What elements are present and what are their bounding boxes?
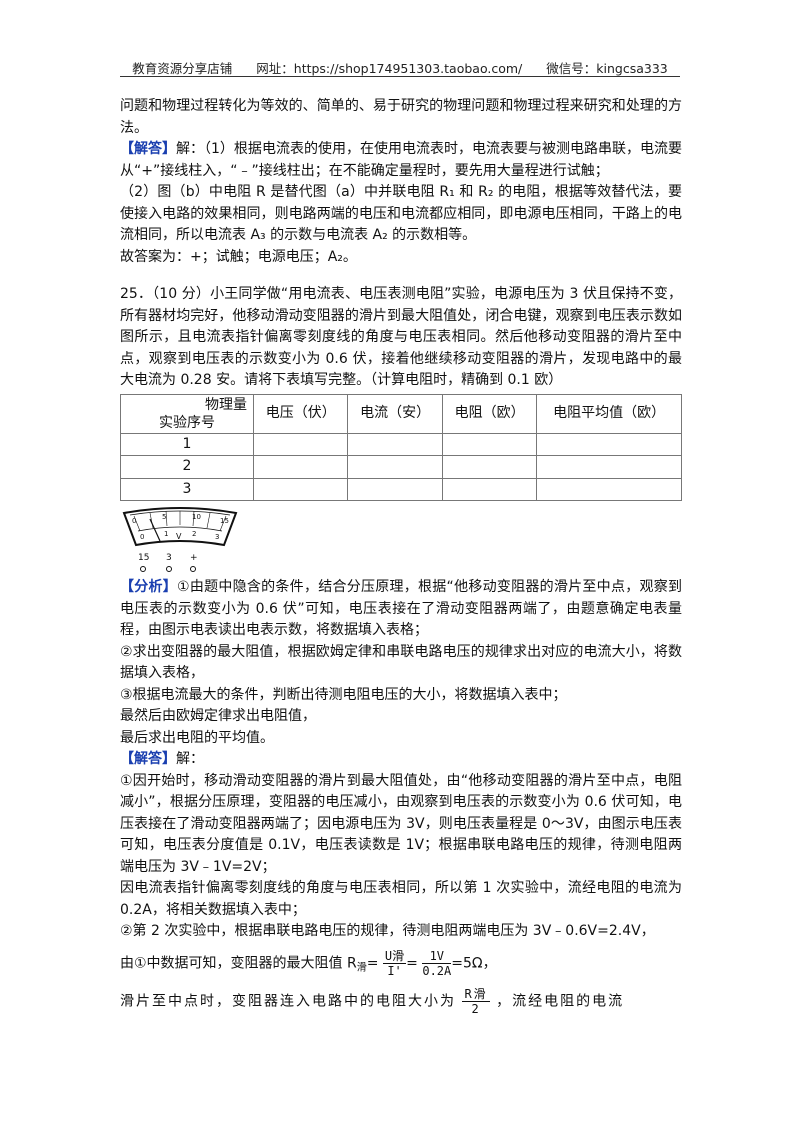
tick-label: 15 xyxy=(220,517,229,525)
solution-tag: 【解答】 xyxy=(120,751,176,767)
table-corner: 物理量 实验序号 xyxy=(120,393,254,434)
paragraph: ②求出变阻器的最大阻值，根据欧姆定律和串联电路电压的规律求出对应的电流大小，将数… xyxy=(120,643,682,682)
paragraph: （2）图（b）中电阻 R 是替代图（a）中并联电阻 R₁ 和 R₂ 的电阻，根据… xyxy=(120,184,682,243)
table-header: 电压（伏） xyxy=(252,393,349,434)
table-header: 电流（安） xyxy=(347,393,443,434)
paragraph: 【分析】①由题中隐含的条件，结合分压原理，根据“他移动变阻器的滑片至中点，观察到… xyxy=(120,579,682,638)
tick-label: 2 xyxy=(192,530,196,538)
paragraph: 故答案为：+；试触；电源电压；A₂。 xyxy=(120,248,357,265)
terminal-label: + xyxy=(190,553,198,563)
header-shop: 教育资源分享店铺 xyxy=(132,61,233,76)
paragraph: 问题和物理过程转化为等效的、简单的、易于研究的物理问题和物理过程来研究和处理的方… xyxy=(120,98,682,136)
voltmeter-figure: 0 5 10 15 0 1 2 3 V 15 3 + xyxy=(122,507,238,572)
table-header: 电阻（欧） xyxy=(441,393,538,434)
header-divider xyxy=(120,76,680,77)
page-header: 教育资源分享店铺 网址：https://shop174951303.taobao… xyxy=(120,58,680,77)
paragraph: 最然后由欧姆定律求出电阻值， xyxy=(120,708,316,724)
tick-label: 10 xyxy=(192,513,201,521)
paragraph: ②第 2 次实验中，根据串联电路电压的规律，待测电阻两端电压为 3V﹣0.6V=… xyxy=(120,923,655,939)
document-body: 问题和物理过程转化为等效的、简单的、易于研究的物理问题和物理过程来研究和处理的方… xyxy=(120,96,682,1016)
tick-label: 1 xyxy=(164,530,168,538)
table-header: 电阻平均值（欧） xyxy=(536,393,682,434)
paragraph: 【解答】解：（1）根据电流表的使用，在使用电流表时，电流表要与被测电路串联，电流… xyxy=(120,141,683,179)
header-wechat: 微信号：kingcsa333 xyxy=(546,61,668,76)
data-table: 物理量 实验序号 电压（伏） 电流（安） 电阻（欧） 电阻平均值（欧） 1 2 … xyxy=(120,393,682,502)
paragraph: 最后求出电阻的平均值。 xyxy=(120,729,274,746)
tick-label: 0 xyxy=(132,517,136,525)
paragraph: 【解答】解： xyxy=(120,751,204,767)
paragraph: ③根据电流最大的条件，判断出待测电阻电压的大小，将数据填入表中； xyxy=(120,686,567,703)
terminal-label: 15 xyxy=(138,553,149,563)
meter-unit: V xyxy=(176,532,182,541)
table-row: 3 xyxy=(120,477,682,501)
paragraph: 因电流表指针偏离零刻度线的角度与电压表相同，所以第 1 次实验中，流经电阻的电流… xyxy=(120,880,682,918)
answer-tag: 【解答】 xyxy=(120,141,177,157)
table-row: 2 xyxy=(120,455,682,479)
header-url[interactable]: 网址：https://shop174951303.taobao.com/ xyxy=(256,61,523,76)
paragraph: ①因开始时，移动滑动变阻器的滑片到最大阻值处，由“他移动变阻器的滑片至中点，电阻… xyxy=(120,772,682,875)
analysis-tag: 【分析】 xyxy=(120,579,178,595)
terminal-label: 3 xyxy=(166,553,172,563)
meter-needle xyxy=(149,518,161,542)
tick-label: 3 xyxy=(215,533,219,541)
tick-label: 0 xyxy=(140,533,144,541)
table-row: 1 xyxy=(120,432,682,456)
question-25: 25．（10 分）小王同学做“用电流表、电压表测电阻”实验，电源电压为 3 伏且… xyxy=(120,286,682,388)
tick-label: 5 xyxy=(162,513,166,521)
